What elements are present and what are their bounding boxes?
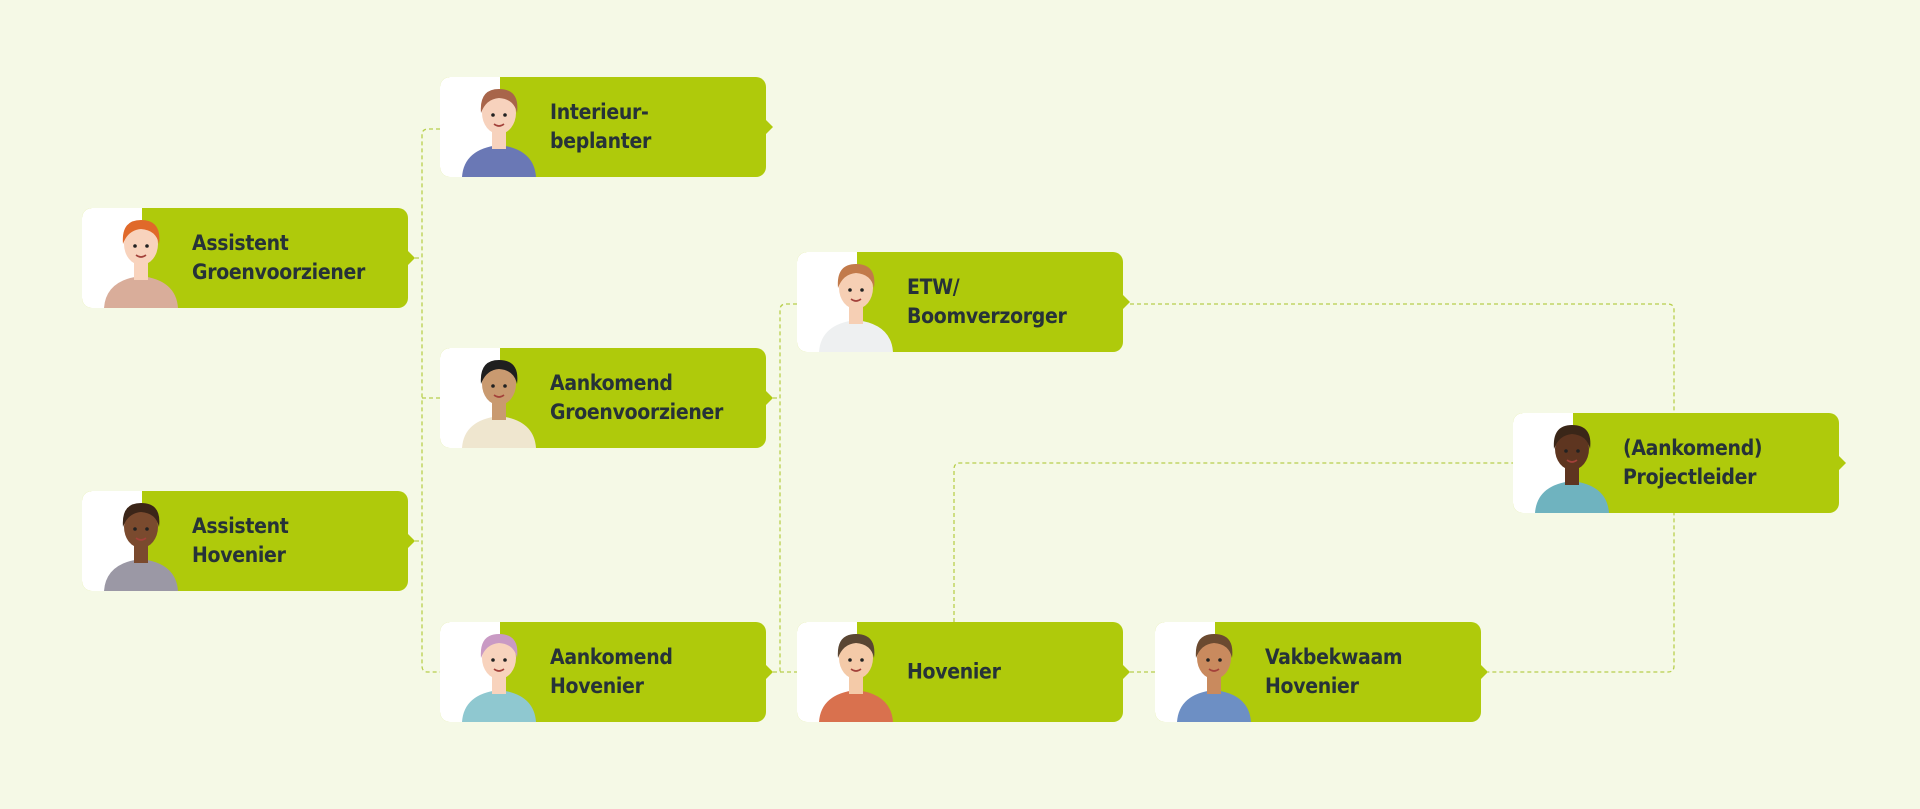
node-label: Aankomend Groenvoorziener — [550, 369, 723, 427]
node-label: ETW/ Boomverzorger — [907, 273, 1067, 331]
avatar-icon — [819, 264, 893, 352]
node-label-line1: Aankomend — [550, 371, 673, 395]
node-label: Interieur- beplanter — [550, 98, 651, 156]
arrow-notch — [766, 665, 773, 679]
arrow-notch — [1123, 295, 1130, 309]
node-label-line1: (Aankomend) — [1623, 436, 1763, 460]
avatar-icon — [462, 89, 536, 177]
connector-etw-projectleider — [1130, 303, 1675, 673]
career-node-projectleider[interactable]: (Aankomend) Projectleider — [1513, 413, 1846, 513]
arrow-notch — [766, 391, 773, 405]
arrow-notch — [1839, 456, 1846, 470]
node-label-line1: Assistent — [192, 514, 289, 538]
node-label-line2: Groenvoorziener — [550, 400, 724, 424]
arrow-notch — [766, 120, 773, 134]
node-label-line1: Interieur- — [550, 100, 649, 124]
connector-col2-col3 — [773, 303, 797, 673]
arrow-notch — [408, 251, 415, 265]
node-label: Assistent Groenvoorziener — [192, 229, 365, 287]
arrow-notch — [408, 534, 415, 548]
avatar-icon — [462, 360, 536, 448]
career-node-vakbekwaam-hovenier[interactable]: Vakbekwaam Hovenier — [1155, 622, 1488, 722]
node-label-line1: Hovenier — [907, 659, 1001, 684]
node-label: Assistent Hovenier — [192, 512, 289, 570]
node-label: Hovenier — [907, 658, 1001, 687]
career-node-assistent-hovenier[interactable]: Assistent Hovenier — [82, 491, 415, 591]
node-label-line1: Aankomend — [550, 645, 673, 669]
node-label-line2: Hovenier — [550, 674, 644, 698]
avatar-icon — [104, 220, 178, 308]
career-node-assistent-groenvoorziener[interactable]: Assistent Groenvoorziener — [82, 208, 415, 308]
career-node-interieurbeplanter[interactable]: Interieur- beplanter — [440, 77, 773, 177]
node-label-line1: ETW/ — [907, 275, 960, 299]
avatar-icon — [1177, 634, 1251, 722]
connector-col1-col2 — [415, 128, 440, 673]
career-node-aankomend-hovenier[interactable]: Aankomend Hovenier — [440, 622, 773, 722]
node-label-line2: Hovenier — [192, 543, 286, 567]
arrow-notch — [1123, 665, 1130, 679]
career-node-etw-boomverzorger[interactable]: ETW/ Boomverzorger — [797, 252, 1130, 352]
node-label-line2: beplanter — [550, 129, 652, 153]
node-label-line1: Vakbekwaam — [1265, 645, 1403, 669]
avatar-icon — [819, 634, 893, 722]
node-label-line2: Projectleider — [1623, 465, 1757, 489]
career-node-hovenier[interactable]: Hovenier — [797, 622, 1130, 722]
node-label-line2: Boomverzorger — [907, 304, 1067, 328]
avatar-icon — [462, 634, 536, 722]
node-label: Vakbekwaam Hovenier — [1265, 643, 1403, 701]
avatar-icon — [104, 503, 178, 591]
career-node-aankomend-groenvoorziener[interactable]: Aankomend Groenvoorziener — [440, 348, 773, 448]
node-label-line2: Groenvoorziener — [192, 260, 366, 284]
arrow-notch — [1481, 665, 1488, 679]
connector-hovenier-projectleider — [953, 462, 1513, 622]
node-label-line1: Assistent — [192, 231, 289, 255]
node-label: Aankomend Hovenier — [550, 643, 673, 701]
node-label: (Aankomend) Projectleider — [1623, 434, 1763, 492]
node-label-line2: Hovenier — [1265, 674, 1359, 698]
avatar-icon — [1535, 425, 1609, 513]
